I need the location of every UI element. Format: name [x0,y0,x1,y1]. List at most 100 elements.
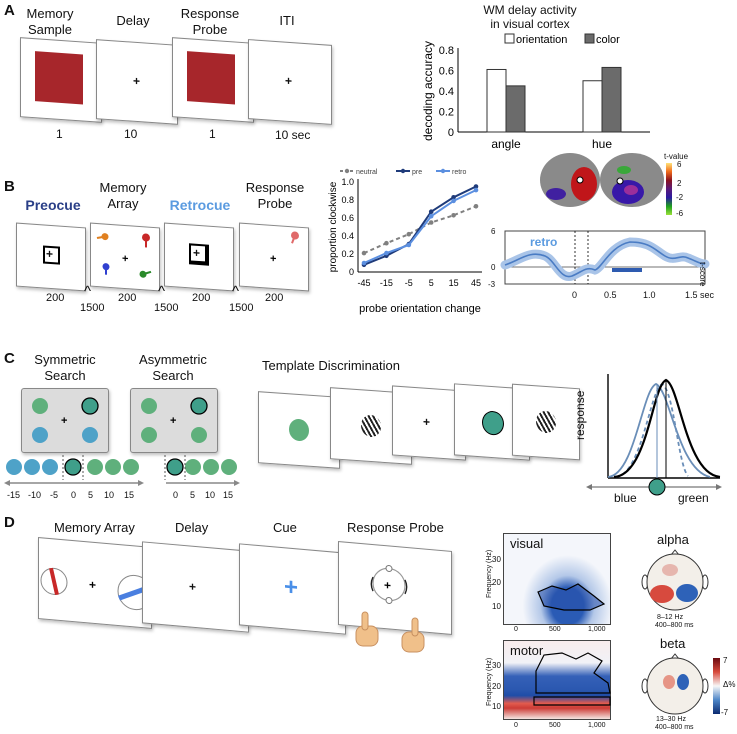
x-tick-label: -45 [357,278,370,288]
continuum-tick: 10 [205,490,216,500]
x-tick-label: -5 [405,278,413,288]
stage-delay: Delay [116,13,150,28]
stage-delay: Delay [175,520,209,535]
legend-label: orientation [516,34,567,46]
stage-response-probe: Response Probe [180,6,240,37]
duration-label: 200 [265,292,284,304]
panel-label-d: D [4,514,15,531]
tvalue-tick: 6 [677,160,682,169]
data-point-neutral [473,204,479,209]
continuum-tick: -5 [50,490,59,500]
stage-memory-sample: Memory Sample [26,6,74,37]
data-point-neutral [361,250,367,256]
preocue-label: Preocue [25,197,81,213]
y-tick-label: 0.6 [439,66,454,78]
data-point-pre [428,209,434,214]
panel-label-a: A [4,2,15,19]
asymmetric-search-title: Asymmetric Search [139,352,207,383]
time-tick: 500 [549,722,561,729]
beta-topomap [641,653,709,715]
svg-text:+: + [170,415,176,427]
y-tick-label: 0.4 [439,86,454,98]
visual-label: visual [510,536,544,551]
jitter-caret: ^ [84,283,92,300]
asymmetric-search-display: + [130,388,218,453]
template-color-stimulus [289,418,309,442]
tvalue-tick: -6 [676,209,684,218]
visual-tf-plot [503,533,611,625]
noise-patch [361,414,381,438]
motor-tf-plot [503,640,611,720]
hand-icons [355,611,425,653]
y-tick-label: 0.8 [439,45,454,57]
continuum-tick: 5 [190,490,196,500]
stage-memory-array: Memory Array [54,520,135,535]
data-point-retro [473,187,479,193]
search-items: + [141,397,208,443]
freq-tick: 30 [492,661,501,670]
symmetric-search-display: + [21,388,109,453]
bar-stimuli: + [40,567,153,611]
x-axis-label: probe orientation change [359,303,481,315]
template-screen [258,391,340,469]
trace-ytick: -3 [488,280,496,289]
tvalue-tick: -2 [676,193,684,202]
fixation-cross: + [423,414,431,430]
x-tick-label: 15 [449,278,459,288]
motor-label: motor [510,643,544,658]
response-probe-screen: + [338,541,452,635]
significance-contour [537,583,606,611]
legend-label: retro [452,169,467,176]
y-axis-label: decoding accuracy [421,41,435,141]
retro-trace-label: retro [530,235,558,249]
trace-ytick: 0 [491,263,496,272]
y-tick-label: 0.4 [341,231,354,241]
cue-screen: + [239,543,346,635]
bar-color [601,66,622,133]
response-probe-label: Response Probe [245,180,305,211]
freq-tick: 10 [492,602,501,611]
jitter-label: 1500 [80,302,105,314]
rotation-probe: + [370,564,408,604]
fixation-cross: + [189,579,197,595]
memory-array-label: Memory Array [99,180,147,211]
alpha-time-window: 400–800 ms [655,622,694,629]
memory-array-screen: + [90,222,160,292]
y-tick-label: 1.0 [341,177,354,187]
retro-trace-plot [500,230,710,285]
noise-patch [536,410,556,434]
freq-tick: 20 [492,682,501,691]
x-tick-label: -15 [380,278,393,288]
freq-tick: 20 [492,578,501,587]
colorbar-min: -7 [721,708,729,717]
x-category-label: angle [491,137,521,151]
stage-cue: Cue [273,520,297,535]
colorbar-unit: Δ% [723,680,736,689]
x-category-label: hue [592,137,612,151]
data-point-neutral [428,220,434,225]
target-color-stimulus [482,410,504,436]
data-point-neutral [384,240,389,246]
probe-screen: + [239,222,309,292]
y-tick-label: 0 [349,267,354,277]
legend-swatch-color [584,33,595,44]
duration-label: 1 [56,127,63,141]
series-line-pre [363,185,477,266]
legend-label: color [596,34,620,46]
freq-tick: 10 [492,702,501,711]
continuum-tick: 5 [88,490,94,500]
data-point-pre [451,195,456,200]
svg-text:+: + [89,577,96,592]
trace-xtick: 0.5 [604,290,617,300]
jitter-label: 1500 [229,302,254,314]
continuum-tick: 0 [173,490,179,500]
trace-ylabel: t-score [698,262,707,287]
tuning-curve-plot [586,374,722,496]
duration-label: 200 [118,292,137,304]
legend-label: pre [412,169,422,176]
jitter-caret: ^ [232,283,240,300]
tvalue-tick: 2 [677,179,682,188]
color-continuum [4,455,240,486]
template-discrimination-title: Template Discrimination [262,358,400,373]
